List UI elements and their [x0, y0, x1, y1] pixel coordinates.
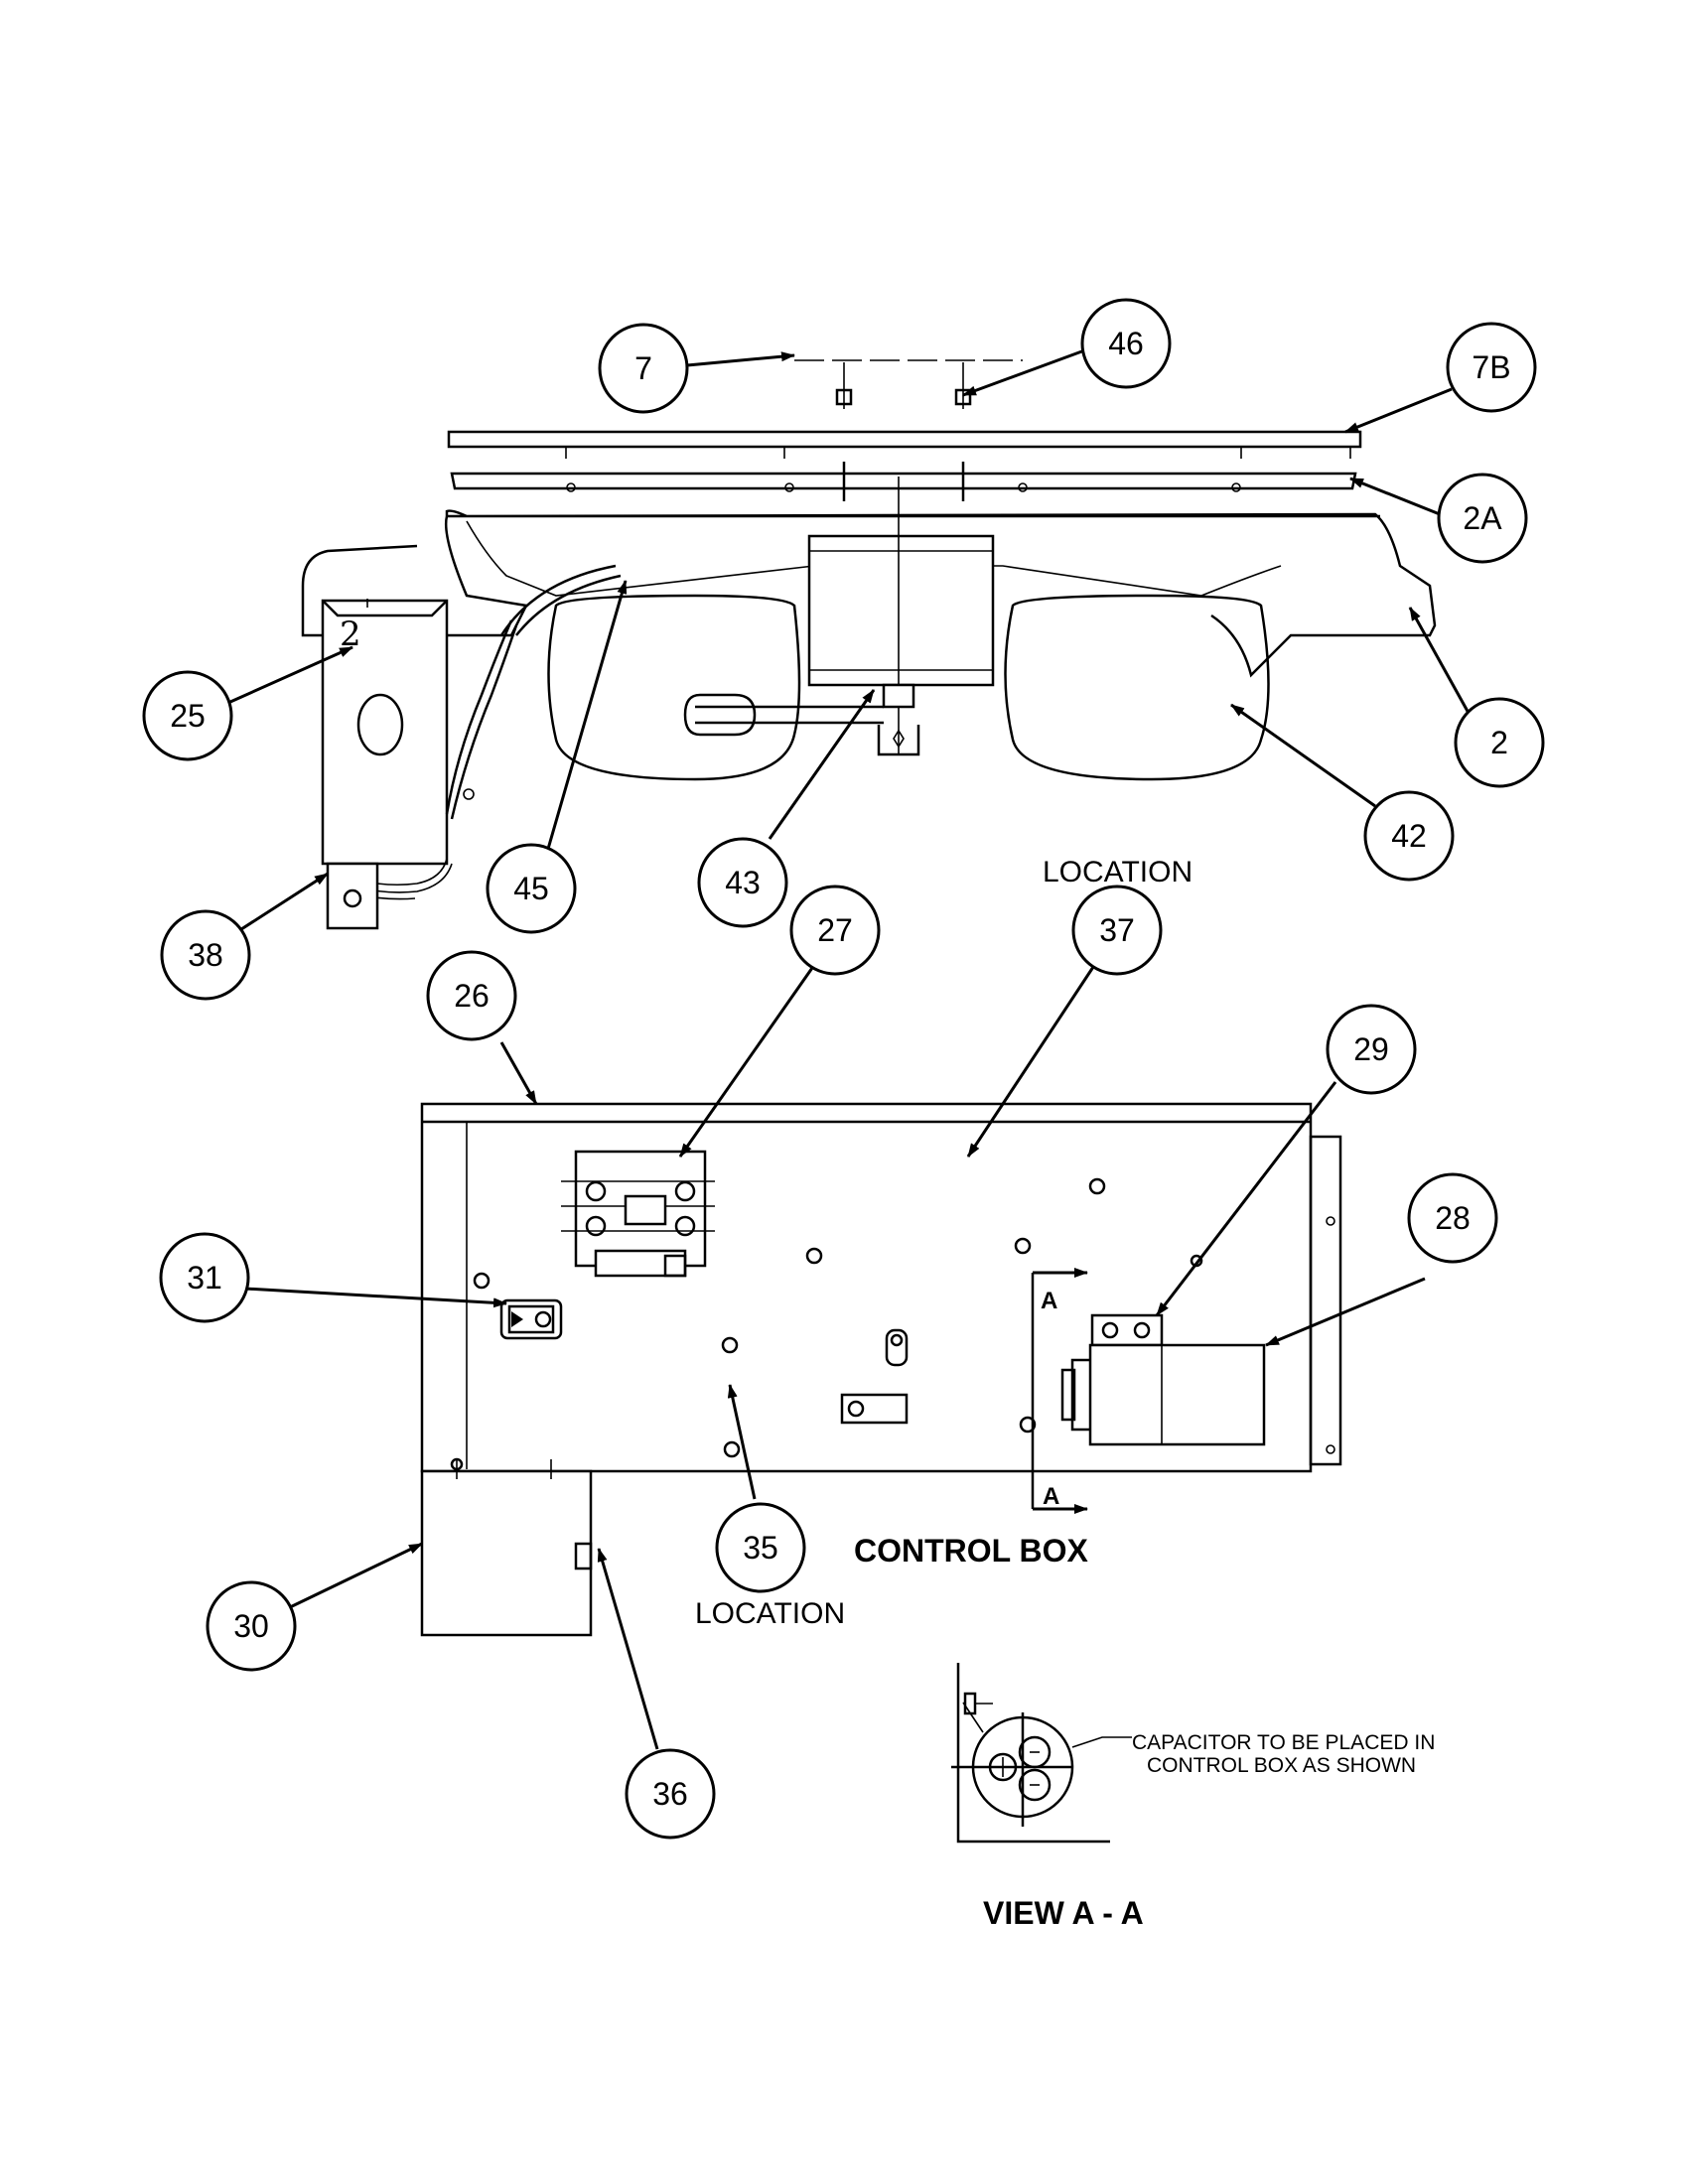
svg-text:46: 46 [1108, 326, 1144, 361]
view-a-a: CAPACITOR TO BE PLACED IN CONTROL BOX AS… [951, 1663, 1435, 1931]
control-unit-25 [321, 599, 449, 866]
svg-text:43: 43 [725, 865, 761, 900]
callout-37: 37 [1071, 885, 1163, 976]
callout-7: 7 [598, 323, 689, 414]
capacitor-28 [1060, 1313, 1266, 1446]
location-label-top: LOCATION [1043, 856, 1193, 888]
svg-text:2: 2 [1490, 725, 1508, 760]
section-a-bottom: A [1043, 1483, 1059, 1510]
svg-text:29: 29 [1353, 1031, 1389, 1067]
callout-2a: 2A [1437, 473, 1528, 564]
section-a-top: A [1041, 1288, 1057, 1314]
callout-26: 26 [426, 950, 517, 1041]
callout-27: 27 [789, 885, 881, 976]
handwritten-mark: 2 [340, 614, 361, 654]
svg-text:31: 31 [187, 1260, 222, 1296]
svg-text:26: 26 [454, 978, 490, 1014]
cover-30 [420, 1469, 593, 1637]
svg-text:38: 38 [188, 937, 223, 973]
svg-text:30: 30 [233, 1608, 269, 1644]
capacitor-note-line2: CONTROL BOX AS SHOWN [1147, 1754, 1416, 1777]
top-rail-7b [447, 430, 1362, 449]
svg-text:42: 42 [1391, 818, 1427, 854]
callout-25: 25 [142, 670, 233, 761]
svg-text:28: 28 [1435, 1200, 1471, 1236]
callout-31: 31 [159, 1232, 250, 1323]
svg-text:7B: 7B [1472, 349, 1510, 385]
callout-7b: 7B [1446, 322, 1537, 413]
callout-42: 42 [1363, 790, 1455, 882]
callout-28: 28 [1407, 1172, 1498, 1264]
leader-arrows [229, 347, 1472, 1750]
bar-2a [450, 472, 1357, 490]
callouts: 7 46 7B 2A 2 25 42 45 43 38 27 37 26 29 … [142, 298, 1545, 1840]
callout-46: 46 [1080, 298, 1172, 389]
capacitor-note-line1: CAPACITOR TO BE PLACED IN [1132, 1731, 1435, 1754]
blower-assembly: 2 [301, 359, 1437, 930]
callout-35: 35 [715, 1502, 806, 1593]
svg-text:35: 35 [743, 1530, 778, 1566]
svg-text:37: 37 [1099, 912, 1135, 948]
callout-30: 30 [206, 1580, 297, 1672]
svg-text:2A: 2A [1463, 500, 1502, 536]
svg-text:36: 36 [652, 1776, 688, 1812]
callout-36: 36 [625, 1748, 716, 1840]
svg-text:45: 45 [513, 871, 549, 906]
control-box-title: CONTROL BOX [854, 1533, 1089, 1569]
callout-38: 38 [160, 909, 251, 1001]
callout-45: 45 [486, 843, 577, 934]
control-box: A A [420, 1102, 1342, 1637]
view-title: VIEW A - A [983, 1895, 1144, 1931]
motor-43 [807, 534, 995, 687]
blower-wheel-right-42 [1004, 594, 1270, 781]
location-label-bottom: LOCATION [695, 1597, 845, 1630]
svg-text:27: 27 [817, 912, 853, 948]
svg-text:7: 7 [634, 350, 652, 386]
callout-2: 2 [1454, 697, 1545, 788]
scroll-band-45 [499, 564, 622, 636]
callout-43: 43 [697, 837, 788, 928]
svg-text:25: 25 [170, 698, 206, 734]
blower-housing-2 [301, 509, 1437, 678]
contactor-27 [561, 1150, 715, 1278]
callout-29: 29 [1326, 1004, 1417, 1095]
blower-wheel-left [547, 594, 801, 781]
switch-31 [499, 1298, 563, 1340]
